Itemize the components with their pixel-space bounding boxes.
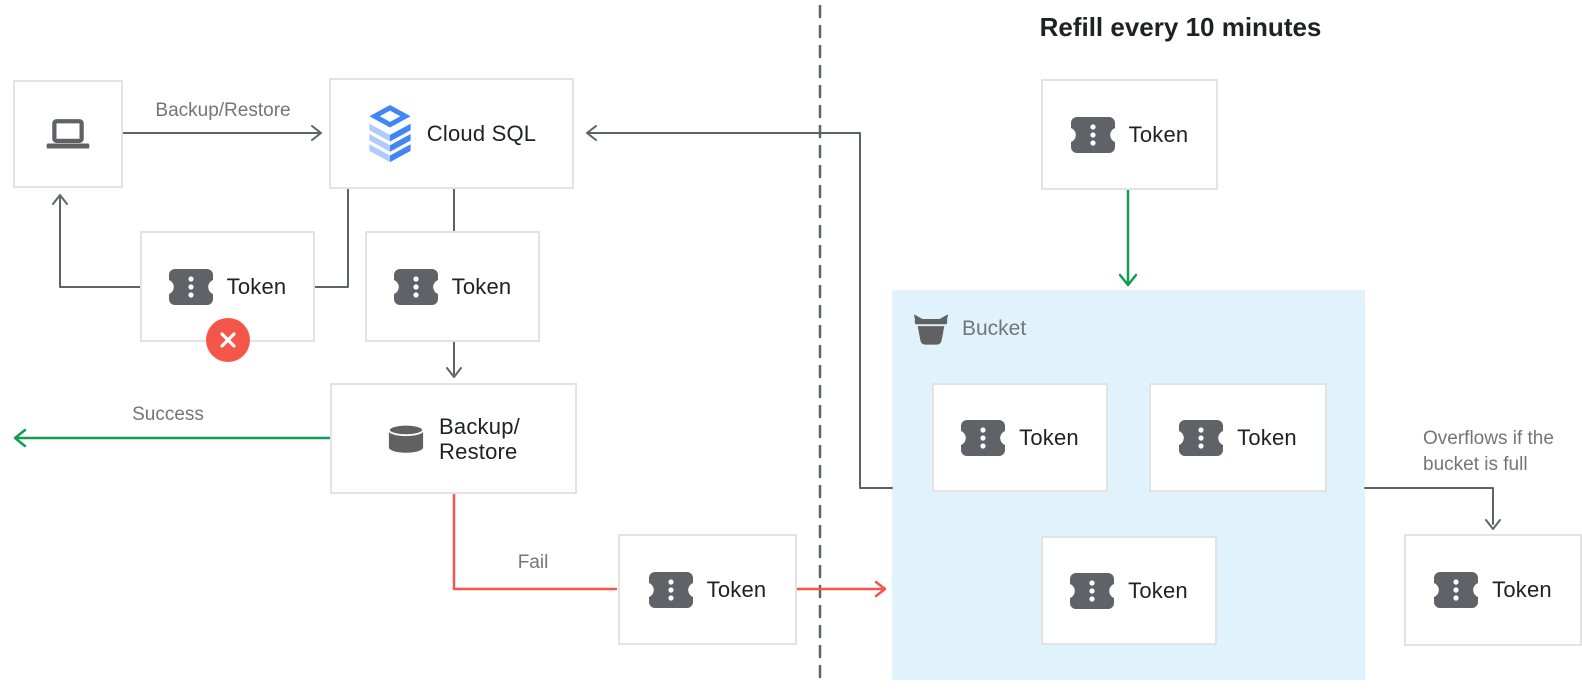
- laptop-icon: [46, 118, 90, 149]
- backup-restore-node: Backup/ Restore: [330, 383, 577, 494]
- token-icon: [648, 571, 693, 608]
- bucket-icon: [913, 314, 949, 345]
- edge-rejected-token-to-cloudsql: [313, 188, 349, 288]
- token-label: Token: [451, 273, 512, 299]
- arrowhead-right-red-icon: [874, 580, 887, 598]
- token-label: Token: [1128, 121, 1189, 147]
- token-request-node: Token: [365, 231, 540, 342]
- token-icon: [1434, 572, 1479, 608]
- bucket-label: Bucket: [962, 316, 1027, 340]
- token-icon: [1070, 572, 1115, 609]
- backup-restore-label: Backup/ Restore: [439, 414, 520, 464]
- token-icon: [393, 268, 438, 305]
- edge-bucket-to-overflow-token: [1364, 487, 1494, 525]
- token-label: Token: [226, 273, 287, 299]
- arrowhead-left-icon: [586, 125, 597, 141]
- backup-restore-label-line1: Backup/: [439, 413, 520, 439]
- edge-bucket-to-cloudsql: [587, 132, 893, 489]
- token-icon: [1179, 419, 1224, 456]
- edge-fail: [452, 492, 618, 591]
- x-icon: [219, 332, 236, 348]
- bucket-header: Bucket: [912, 312, 1026, 345]
- token-in-bucket-node: Token: [932, 383, 1108, 492]
- edge-rejected-token-to-laptop: [59, 197, 141, 288]
- laptop-node: [13, 80, 123, 188]
- cloud-sql-label: Cloud SQL: [426, 120, 537, 146]
- overflow-edge-label: Overflows if the bucket is full: [1423, 428, 1554, 475]
- token-in-bucket-node: Token: [1041, 536, 1217, 645]
- token-label: Token: [1492, 577, 1552, 602]
- token-fail-node: Token: [618, 534, 797, 645]
- token-label: Token: [706, 576, 767, 602]
- arrowhead-left-green-icon: [13, 428, 27, 448]
- backup-restore-edge-label: Backup/Restore: [155, 100, 291, 121]
- token-label: Token: [1019, 424, 1079, 450]
- cloud-sql-node: Cloud SQL: [329, 78, 574, 189]
- token-rejected-node: Token: [140, 231, 315, 362]
- token-icon: [961, 419, 1006, 456]
- token-icon: [168, 268, 213, 305]
- arrowhead-down-icon: [446, 367, 462, 378]
- arrowhead-right-icon: [311, 125, 322, 141]
- fail-edge-label: Fail: [517, 552, 549, 573]
- token-refill-node: Token: [1041, 79, 1218, 190]
- diagram-title: Refill every 10 minutes: [1039, 12, 1322, 42]
- database-icon: [387, 423, 425, 453]
- backup-restore-label-line2: Restore: [439, 438, 518, 464]
- token-label: Token: [1237, 424, 1297, 450]
- token-overflow-node: Token: [1404, 534, 1582, 646]
- token-icon: [1070, 116, 1115, 153]
- token-in-bucket-node: Token: [1149, 383, 1327, 492]
- token-label: Token: [1128, 577, 1188, 603]
- arrowhead-down-icon: [1485, 519, 1501, 530]
- arrowhead-down-green-icon: [1118, 273, 1138, 287]
- arrowhead-up-icon: [52, 194, 68, 205]
- error-badge: [205, 318, 250, 362]
- success-edge-label: Success: [132, 404, 204, 425]
- cloud-sql-icon: [369, 104, 411, 162]
